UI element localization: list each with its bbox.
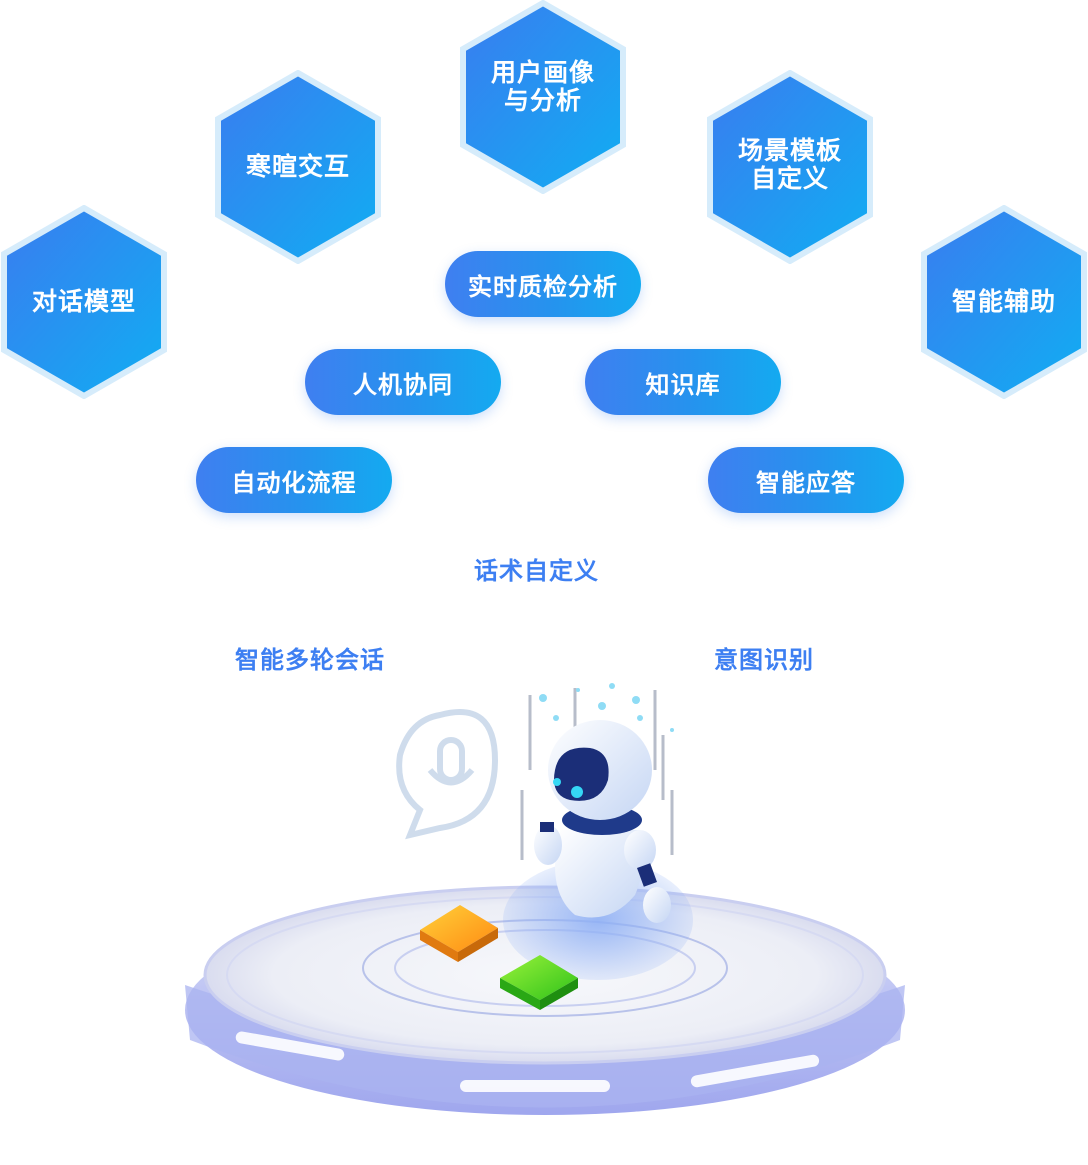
hexagon-scene-template-custom: 场景模板 自定义 [706,70,874,264]
feature-multi-turn-dialogue: 智能多轮会话 [235,646,385,674]
pill-smart-answer: 智能应答 [708,447,904,513]
hexagon-smart-assist: 智能辅助 [920,205,1088,399]
hexagon-label: 寒暄交互 [245,152,350,181]
pill-knowledge-base: 知识库 [585,349,781,415]
hexagon-shape [1,205,167,399]
feature-intent-recognition: 意图识别 [714,646,814,674]
hexagon-shape [460,0,626,194]
hexagon-shape [921,205,1087,399]
hexagon-label: 对话模型 [31,287,136,316]
pill-automation-flow: 自动化流程 [196,447,392,513]
hexagon-shape [215,70,381,264]
pill-realtime-quality-analysis: 实时质检分析 [445,251,641,317]
hexagon-greeting-interaction: 寒暄交互 [214,70,382,264]
pill-human-machine-collab: 人机协同 [305,349,501,415]
hexagon-label: 场景模板 自定义 [737,136,842,193]
hexagon-shape [707,70,873,264]
hexagon-user-profile-analysis: 用户画像 与分析 [459,0,627,194]
feature-script-custom: 话术自定义 [474,557,599,585]
hexagon-label: 智能辅助 [951,287,1056,316]
hexagon-label: 用户画像 与分析 [490,58,595,115]
hexagon-dialogue-model: 对话模型 [0,205,168,399]
